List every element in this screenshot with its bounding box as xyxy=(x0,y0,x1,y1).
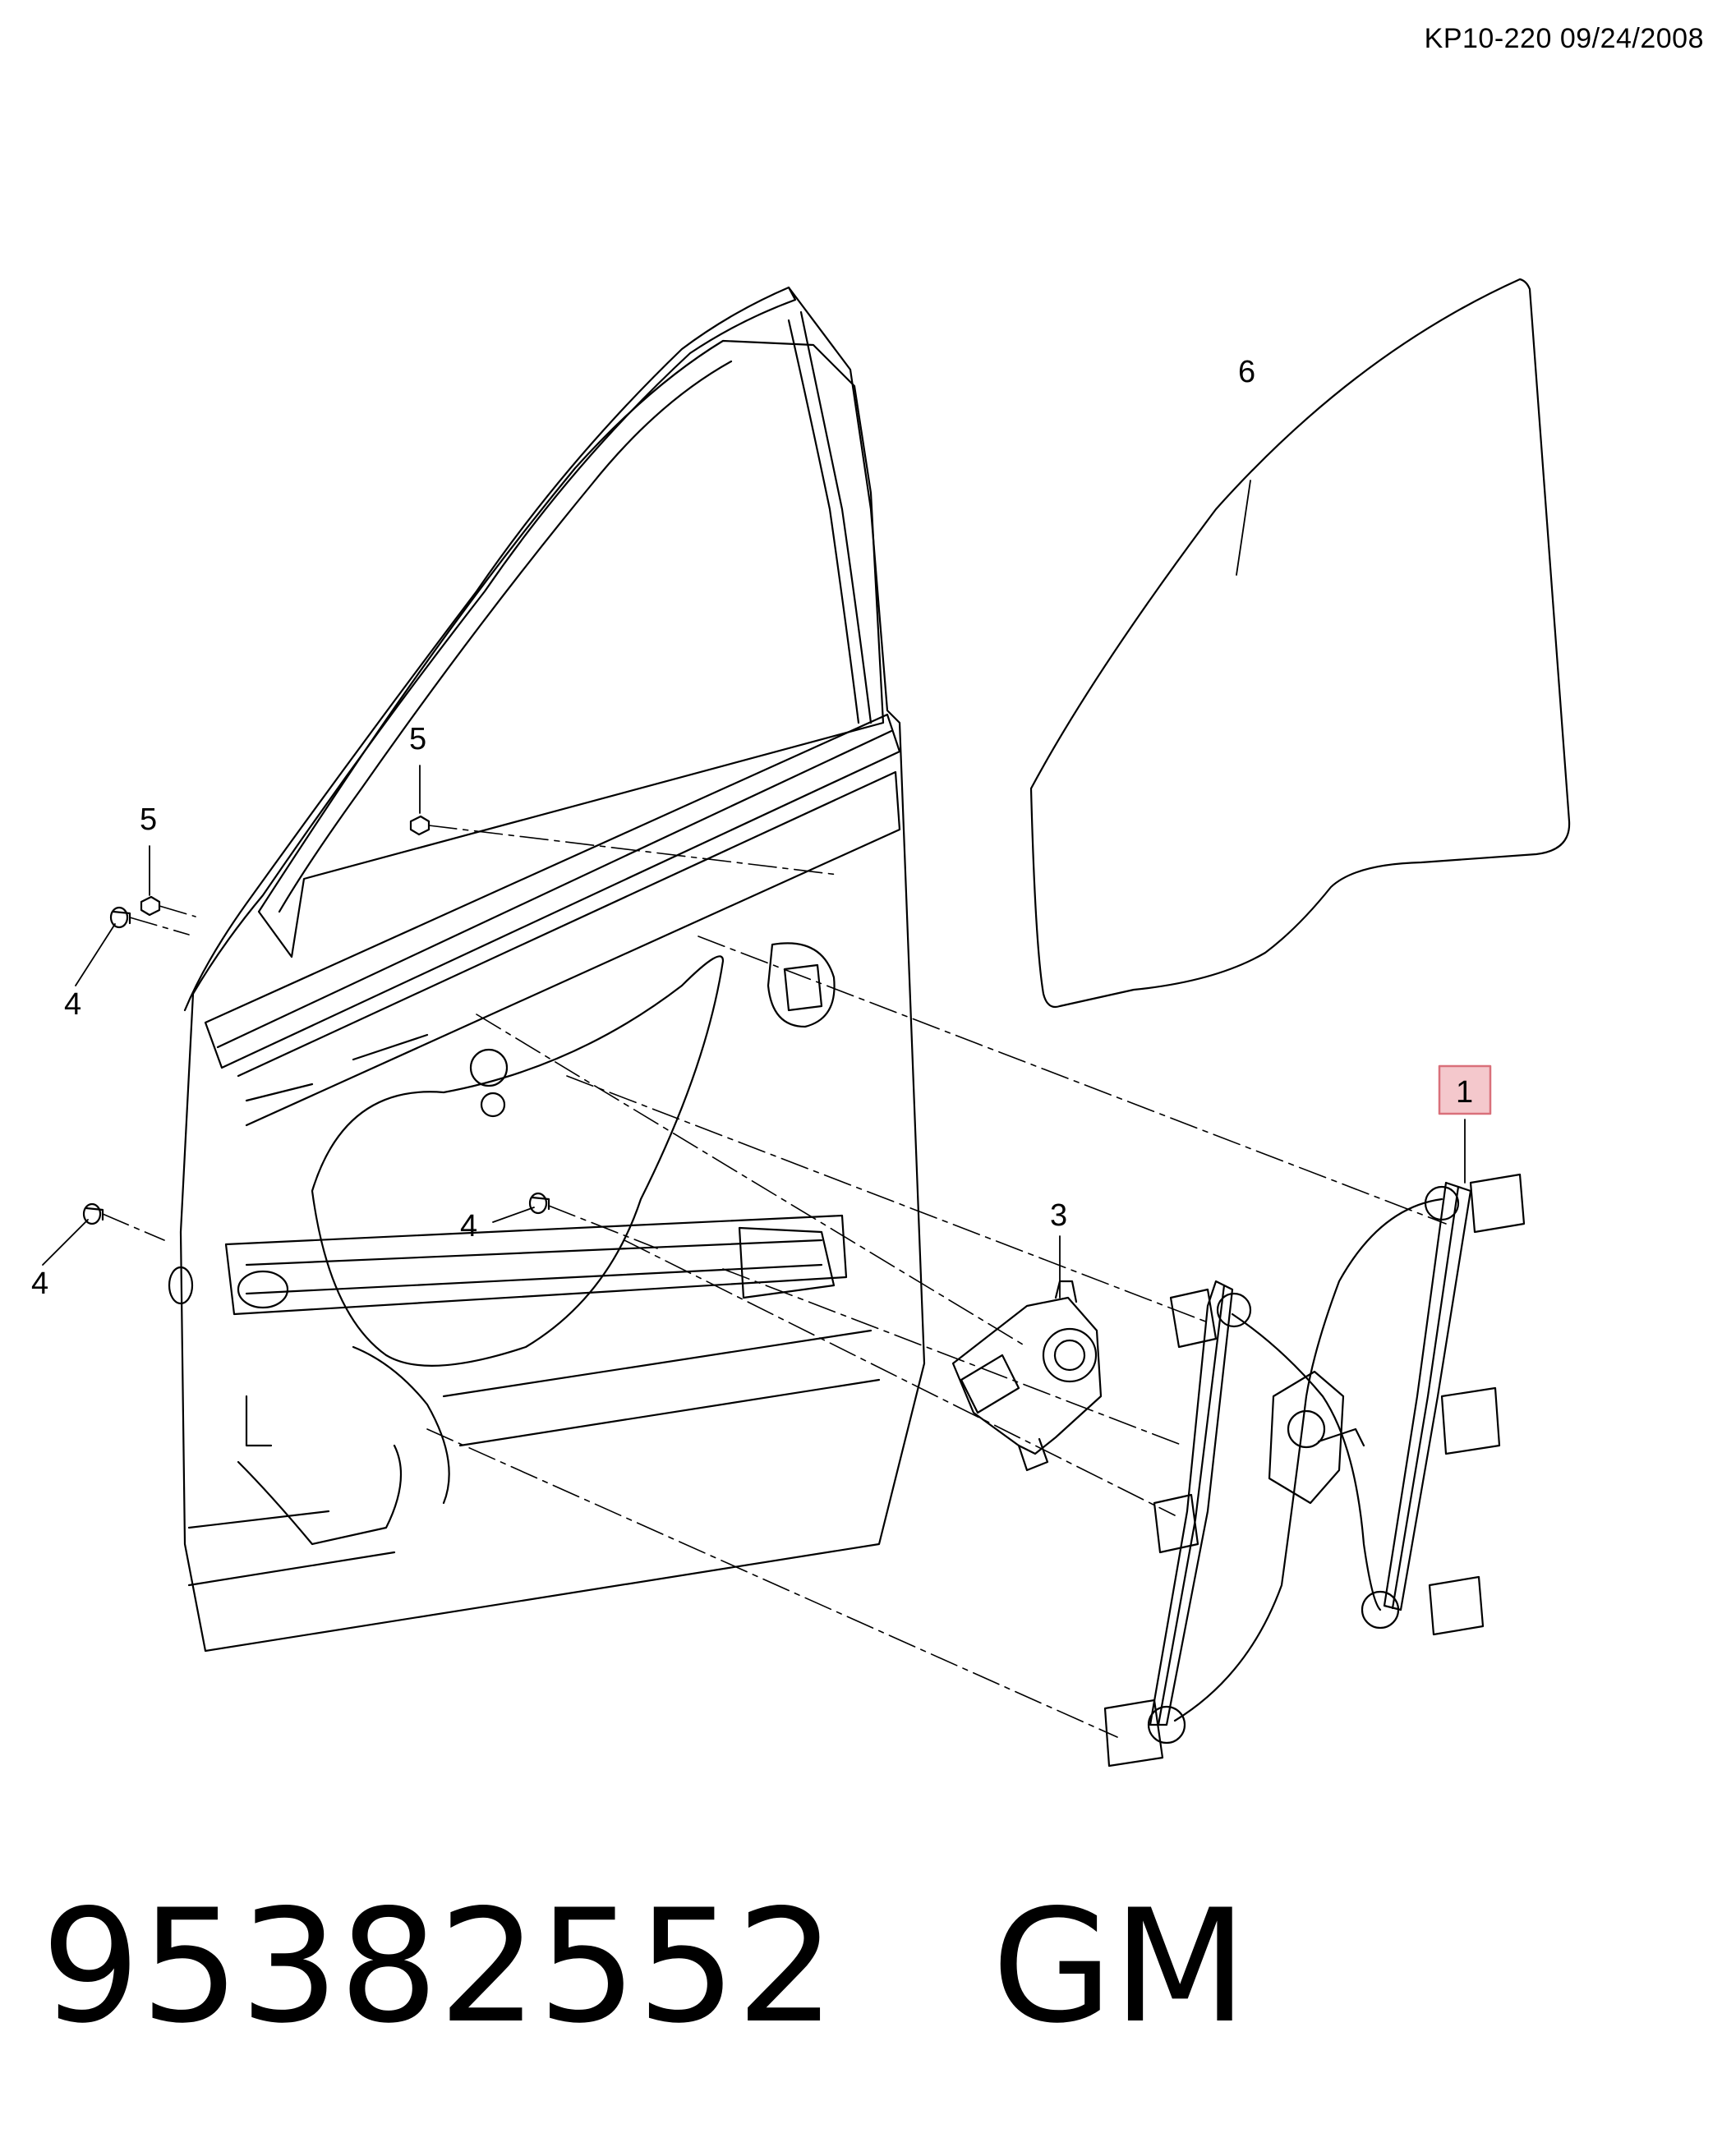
part-number: 95382552 xyxy=(41,1876,836,2057)
fastener-screw-top xyxy=(409,815,430,836)
fastener-clip-left-top xyxy=(109,906,131,929)
door-shell xyxy=(168,286,926,1653)
callout-clip-left-bottom: 4 xyxy=(31,1266,48,1301)
window-motor xyxy=(951,1280,1103,1472)
callout-clip-center: 4 xyxy=(460,1209,477,1243)
window-regulator xyxy=(1103,1173,1526,1768)
callout-screw-left: 5 xyxy=(140,802,157,837)
window-glass xyxy=(1029,278,1571,1009)
drawing-reference-code: KP10-220 09/24/2008 xyxy=(1424,23,1704,54)
fastener-clip-left-bottom xyxy=(82,1202,104,1225)
fastener-screw-left xyxy=(140,895,161,917)
callout-clip-left-top: 4 xyxy=(64,987,81,1022)
callout-glass: 6 xyxy=(1238,355,1255,389)
brand-name: GM xyxy=(992,1876,1248,2057)
callout-labels: 6 5 5 4 4 4 3 xyxy=(31,355,1255,1301)
callout-regulator-box: 1 xyxy=(1438,1064,1492,1115)
fastener-clip-center xyxy=(528,1192,550,1215)
projection-lines xyxy=(102,825,1447,1738)
callout-regulator-highlight xyxy=(1438,1064,1492,1115)
callout-regulator: 1 xyxy=(1456,1075,1473,1110)
callout-leaders xyxy=(42,480,1466,1299)
callout-motor: 3 xyxy=(1050,1198,1067,1233)
callout-screw-top: 5 xyxy=(409,722,426,756)
